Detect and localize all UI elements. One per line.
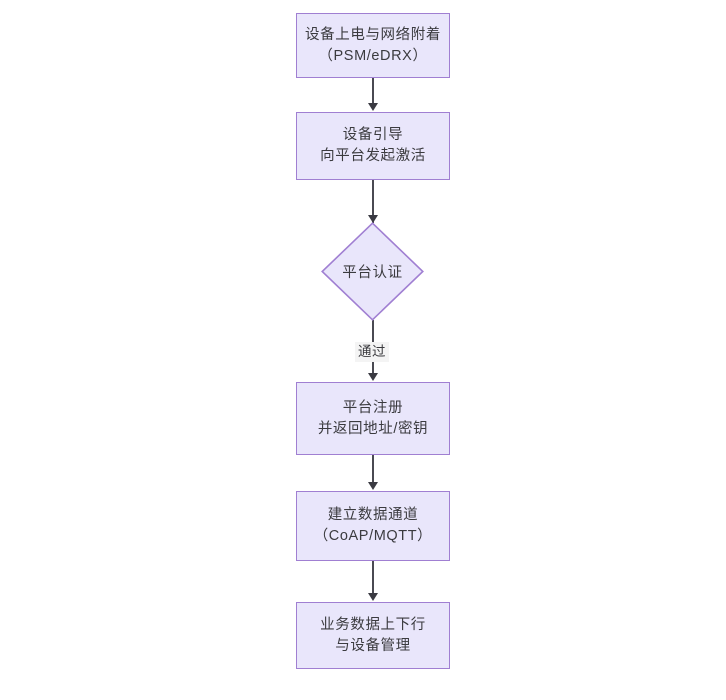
flow-node-data-channel-line-2: （CoAP/MQTT） (313, 528, 433, 544)
flow-node-power-on-line-1: 设备上电与网络附着 (305, 26, 441, 43)
edge-label-pass: 通过 (355, 342, 389, 362)
flow-node-platform-auth-label: 平台认证 (342, 265, 403, 281)
connector-register-to-channel (372, 455, 374, 484)
flow-node-service-data[interactable]: 业务数据上下行 与设备管理 (296, 602, 450, 669)
flow-node-data-channel-line-1: 建立数据通道 (327, 507, 419, 523)
arrowhead-register-to-channel (367, 482, 378, 490)
flow-node-bootstrap-line-2: 向平台发起激活 (320, 148, 426, 164)
flow-node-power-on[interactable]: 设备上电与网络附着 （PSM/eDRX） (296, 13, 450, 78)
flow-node-data-channel[interactable]: 建立数据通道 （CoAP/MQTT） (296, 491, 450, 561)
flow-node-platform-register-line-2: 并返回地址/密钥 (317, 420, 429, 437)
arrowhead-power-on-to-bootstrap (367, 103, 378, 111)
connector-channel-to-service (372, 561, 374, 595)
flow-node-service-data-line-2: 与设备管理 (335, 637, 411, 654)
flow-node-service-data-line-1: 业务数据上下行 (320, 616, 426, 633)
arrowhead-auth-to-register (367, 373, 378, 381)
flow-node-bootstrap-line-1: 设备引导 (342, 127, 404, 143)
flow-node-platform-auth[interactable]: 平台认证 (321, 222, 424, 321)
flow-node-platform-register-line-1: 平台注册 (342, 399, 404, 416)
flow-node-power-on-line-2: （PSM/eDRX） (318, 47, 428, 64)
connector-power-on-to-bootstrap (372, 78, 374, 104)
flow-node-platform-register[interactable]: 平台注册 并返回地址/密钥 (296, 382, 450, 455)
arrowhead-channel-to-service (367, 593, 378, 601)
arrowhead-bootstrap-to-auth (367, 215, 378, 223)
diamond-shape-icon (321, 222, 424, 321)
connector-bootstrap-to-auth (372, 180, 374, 223)
flow-node-bootstrap[interactable]: 设备引导 向平台发起激活 (296, 112, 450, 180)
